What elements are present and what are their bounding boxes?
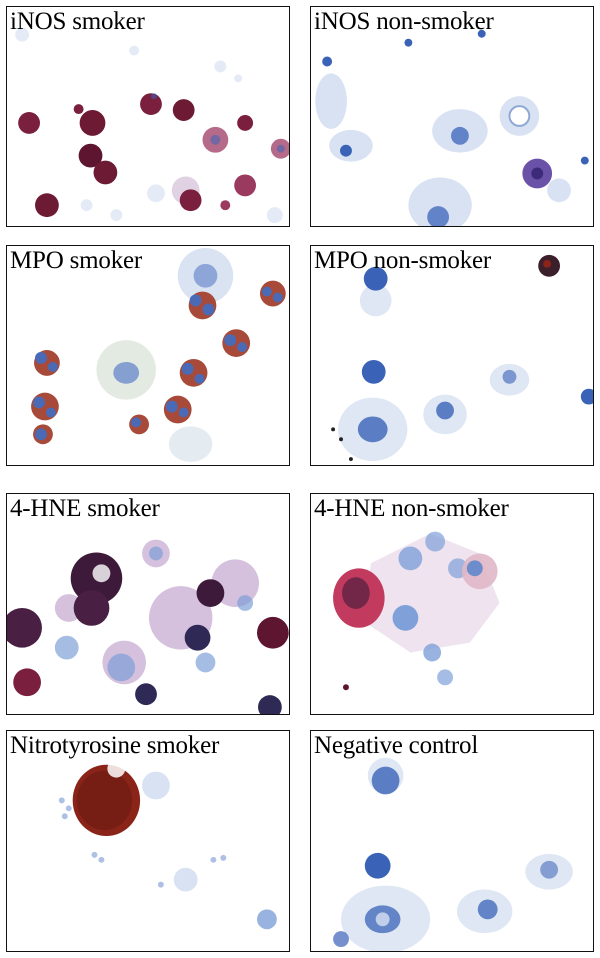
panel-mpo-smoker: MPO smoker	[6, 245, 290, 466]
panel-label: Nitrotyrosine smoker	[10, 732, 220, 759]
micrograph-nitrotyrosine-smoker	[58, 759, 277, 930]
micrograph-negative-control	[333, 757, 573, 951]
micrograph-hne-non-smoker	[333, 531, 500, 691]
panel-hne-non-smoker: 4-HNE non-smoker	[310, 493, 594, 715]
panel-inos-non-smoker: iNOS non-smoker	[310, 6, 594, 227]
micrograph-mpo-non-smoker	[331, 254, 593, 462]
micrograph-mpo-smoker	[31, 247, 286, 463]
micrograph-inos-smoker	[15, 27, 289, 224]
panel-label: Negative control	[314, 732, 479, 759]
panel-label: 4-HNE smoker	[10, 495, 160, 522]
panel-hne-smoker: 4-HNE smoker	[6, 493, 290, 715]
panel-mpo-non-smoker: MPO non-smoker	[310, 245, 594, 466]
panel-negative-control: Negative control	[310, 730, 594, 952]
panel-inos-smoker: iNOS smoker	[6, 6, 290, 227]
panel-label: iNOS smoker	[10, 8, 145, 35]
panel-nitrotyrosine-smoker: Nitrotyrosine smoker	[6, 730, 290, 952]
panel-label: 4-HNE non-smoker	[314, 495, 509, 522]
panel-label: MPO smoker	[10, 247, 143, 274]
panel-label: iNOS non-smoker	[314, 8, 494, 35]
micrograph-hne-smoker	[7, 539, 289, 714]
micrograph-inos-non-smoker	[315, 29, 589, 226]
panel-label: MPO non-smoker	[314, 247, 492, 274]
